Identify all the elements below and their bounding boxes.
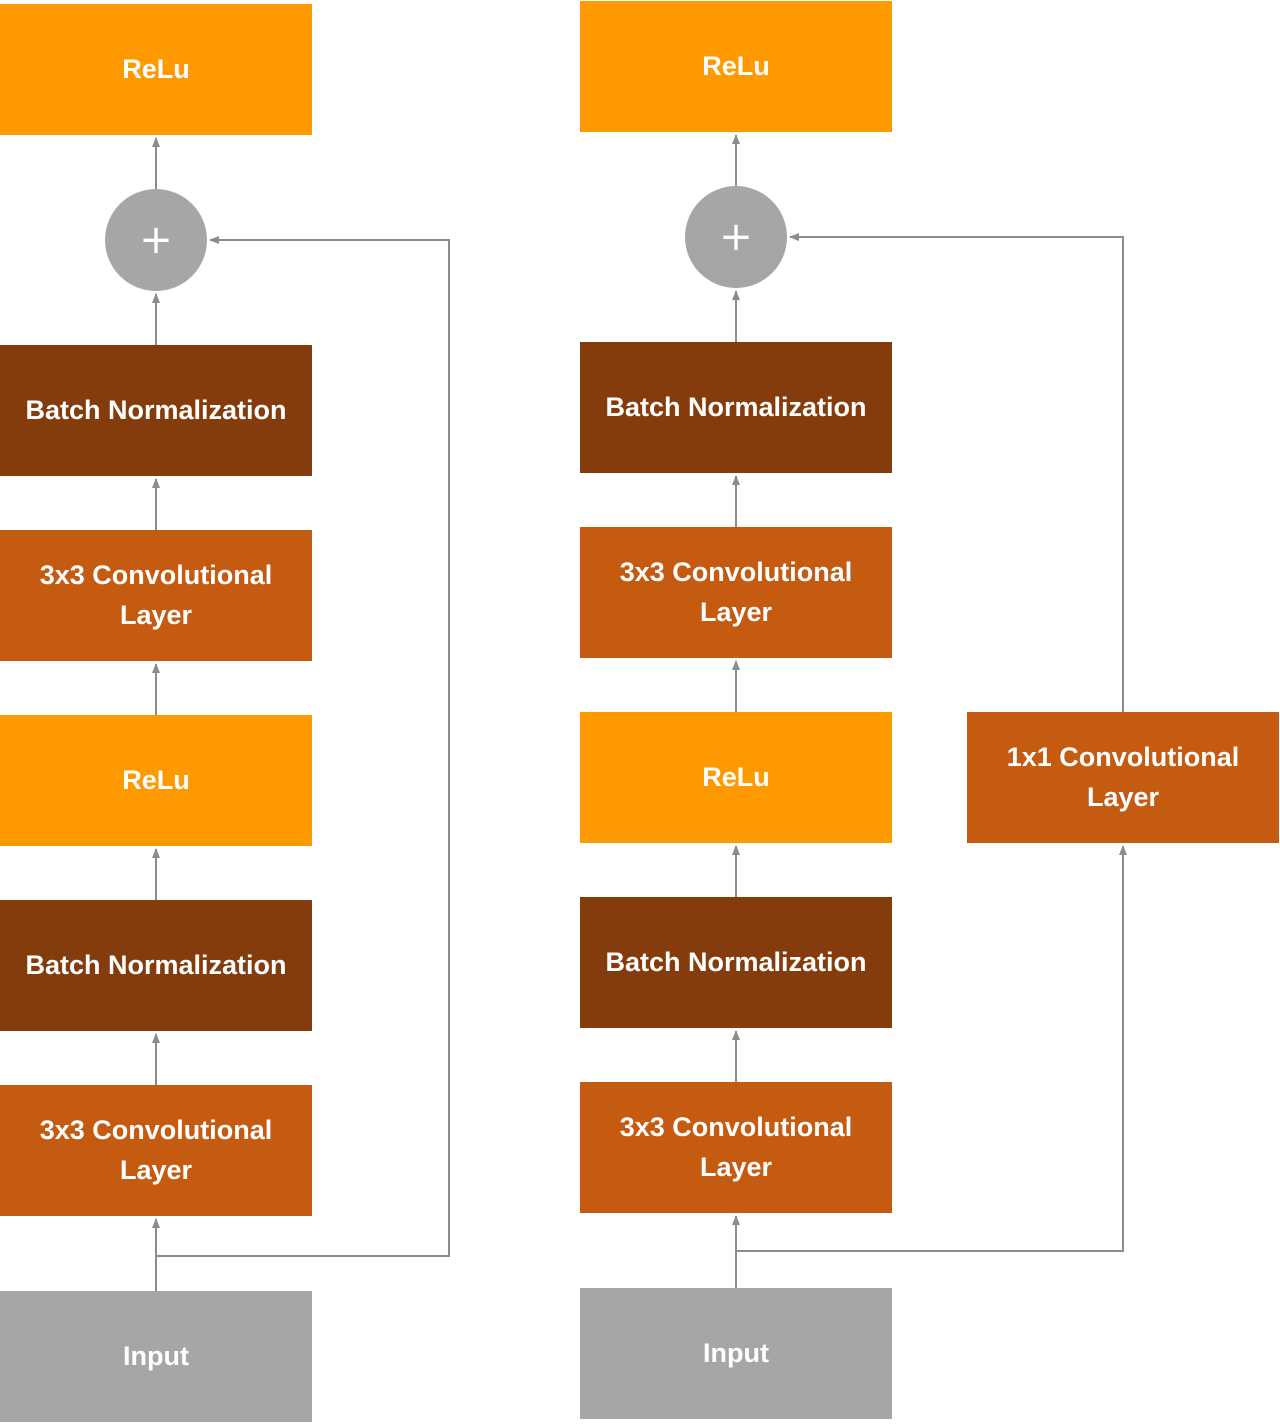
right-addition-node: + <box>685 186 787 288</box>
right-shortcut-conv-box: 1x1 Convolutional Layer <box>967 712 1279 843</box>
left-batch-norm-top-box: Batch Normalization <box>0 345 312 476</box>
right-relu-top-box: ReLu <box>580 1 892 132</box>
right-batch-norm-bottom-box: Batch Normalization <box>580 897 892 1028</box>
left-relu-mid-label: ReLu <box>122 764 190 795</box>
right-batch-norm-bottom-label: Batch Normalization <box>605 946 867 977</box>
right-conv-bottom-label: 3x3 Convolutional Layer <box>619 1112 853 1182</box>
right-shortcut-1x1-to-sum <box>789 233 1124 712</box>
right-batch-norm-top-box: Batch Normalization <box>580 342 892 473</box>
right-conv-bottom-box: 3x3 Convolutional Layer <box>580 1082 892 1213</box>
right-plus-icon: + <box>719 214 753 260</box>
left-relu-top-box: ReLu <box>0 4 312 135</box>
left-batch-norm-bottom-label: Batch Normalization <box>25 949 287 980</box>
right-conv-top-box: 3x3 Convolutional Layer <box>580 527 892 658</box>
left-conv-bottom-box: 3x3 Convolutional Layer <box>0 1085 312 1216</box>
right-batch-norm-top-label: Batch Normalization <box>605 391 867 422</box>
left-conv-bottom-label: 3x3 Convolutional Layer <box>39 1115 273 1185</box>
right-input-label: Input <box>703 1337 769 1368</box>
left-addition-node: + <box>105 189 207 291</box>
left-conv-top-label: 3x3 Convolutional Layer <box>39 560 273 630</box>
left-relu-top-label: ReLu <box>122 53 190 84</box>
left-batch-norm-bottom-box: Batch Normalization <box>0 900 312 1031</box>
right-conv-top-label: 3x3 Convolutional Layer <box>619 557 853 627</box>
right-input-box: Input <box>580 1288 892 1419</box>
left-plus-icon: + <box>139 217 173 263</box>
left-conv-top-box: 3x3 Convolutional Layer <box>0 530 312 661</box>
right-relu-mid-label: ReLu <box>702 761 770 792</box>
right-shortcut-conv-label: 1x1 Convolutional Layer <box>1006 742 1240 812</box>
left-batch-norm-top-label: Batch Normalization <box>25 394 287 425</box>
right-shortcut-to-1x1-conv <box>736 845 1127 1252</box>
left-skip-connection <box>156 236 450 1257</box>
left-input-box: Input <box>0 1291 312 1422</box>
right-relu-top-label: ReLu <box>702 50 770 81</box>
left-relu-mid-box: ReLu <box>0 715 312 846</box>
right-relu-mid-box: ReLu <box>580 712 892 843</box>
left-input-label: Input <box>123 1340 189 1371</box>
